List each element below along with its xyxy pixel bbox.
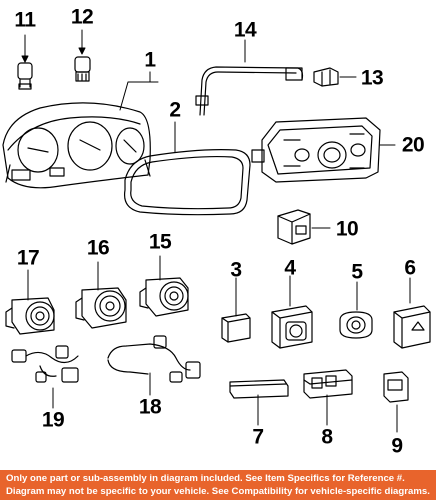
callout-11: 11 — [14, 8, 36, 32]
callout-16: 16 — [86, 236, 110, 260]
trim-strip-part-7 — [229, 379, 289, 399]
lock-cylinder-part-15 — [139, 277, 189, 317]
callout-9: 9 — [391, 434, 403, 458]
callout-8: 8 — [321, 425, 333, 449]
bulb-part-12 — [74, 56, 91, 82]
callout-4: 4 — [284, 256, 296, 280]
callout-17: 17 — [16, 246, 40, 270]
switch-part-4 — [271, 305, 313, 349]
callout-3: 3 — [230, 258, 242, 282]
harness-part-19 — [11, 345, 79, 383]
callout-7: 7 — [252, 425, 264, 449]
callout-14: 14 — [233, 18, 257, 42]
cable-part-14 — [195, 66, 304, 116]
disclaimer-line-1: Only one part or sub-assembly in diagram… — [6, 473, 405, 484]
bulb-part-11 — [17, 62, 33, 90]
disclaimer-line-2: Diagram may not be specific to your vehi… — [6, 485, 430, 497]
switch-part-3 — [221, 313, 251, 343]
callout-20: 20 — [401, 133, 425, 157]
switch-part-6 — [393, 305, 431, 349]
callout-1: 1 — [144, 48, 156, 72]
lock-cylinder-part-17 — [5, 297, 55, 335]
callout-10: 10 — [335, 217, 359, 241]
callout-5: 5 — [351, 260, 363, 284]
callout-18: 18 — [138, 395, 162, 419]
disclaimer-banner: Only one part or sub-assembly in diagram… — [0, 470, 436, 500]
callout-12: 12 — [70, 5, 94, 29]
callout-6: 6 — [404, 256, 416, 280]
connector-part-9 — [383, 371, 409, 403]
callout-15: 15 — [148, 230, 172, 254]
cluster-lens-part-2 — [123, 149, 251, 216]
callout-2: 2 — [169, 98, 181, 122]
line-art-canvas — [2, 29, 431, 433]
control-panel-part-20 — [251, 117, 381, 183]
callout-13: 13 — [360, 66, 384, 90]
callout-19: 19 — [41, 408, 65, 432]
switch-part-8 — [303, 369, 353, 399]
connector-part-13 — [313, 67, 339, 87]
lock-cylinder-part-16 — [75, 287, 127, 329]
switch-part-5 — [339, 311, 373, 339]
harness-part-18 — [107, 335, 201, 383]
instrument-cluster-part-1 — [2, 102, 151, 189]
leader-lines — [21, 29, 411, 433]
switch-part-10 — [277, 209, 311, 245]
